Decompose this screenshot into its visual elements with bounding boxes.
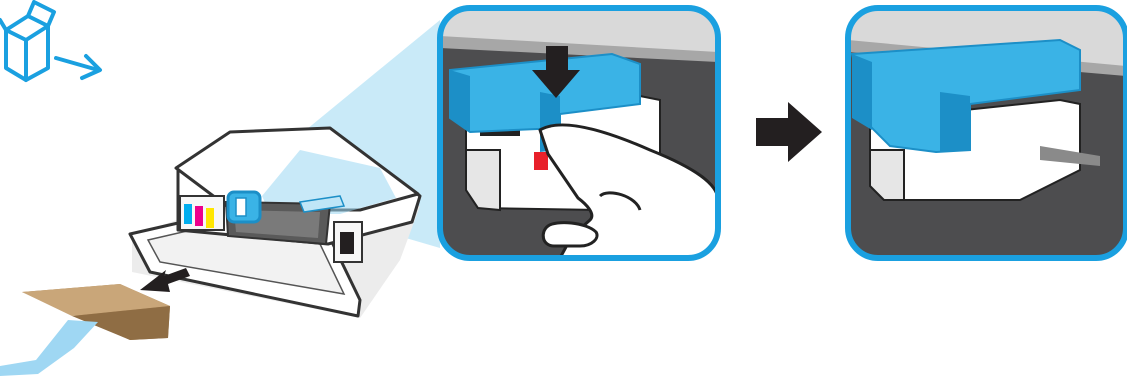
ink-tank-yellow <box>206 208 214 228</box>
zoom-panel-press <box>440 8 718 258</box>
tape-strip <box>0 320 98 376</box>
zoom-panel-closed <box>848 8 1126 258</box>
ink-tank-cyan <box>184 204 192 224</box>
cardboard-insert <box>0 284 170 376</box>
right-arrow-icon <box>756 102 822 162</box>
ink-tank-magenta <box>195 206 203 226</box>
ink-tank-black <box>340 232 354 254</box>
open-box-arrow-icon <box>0 2 100 80</box>
